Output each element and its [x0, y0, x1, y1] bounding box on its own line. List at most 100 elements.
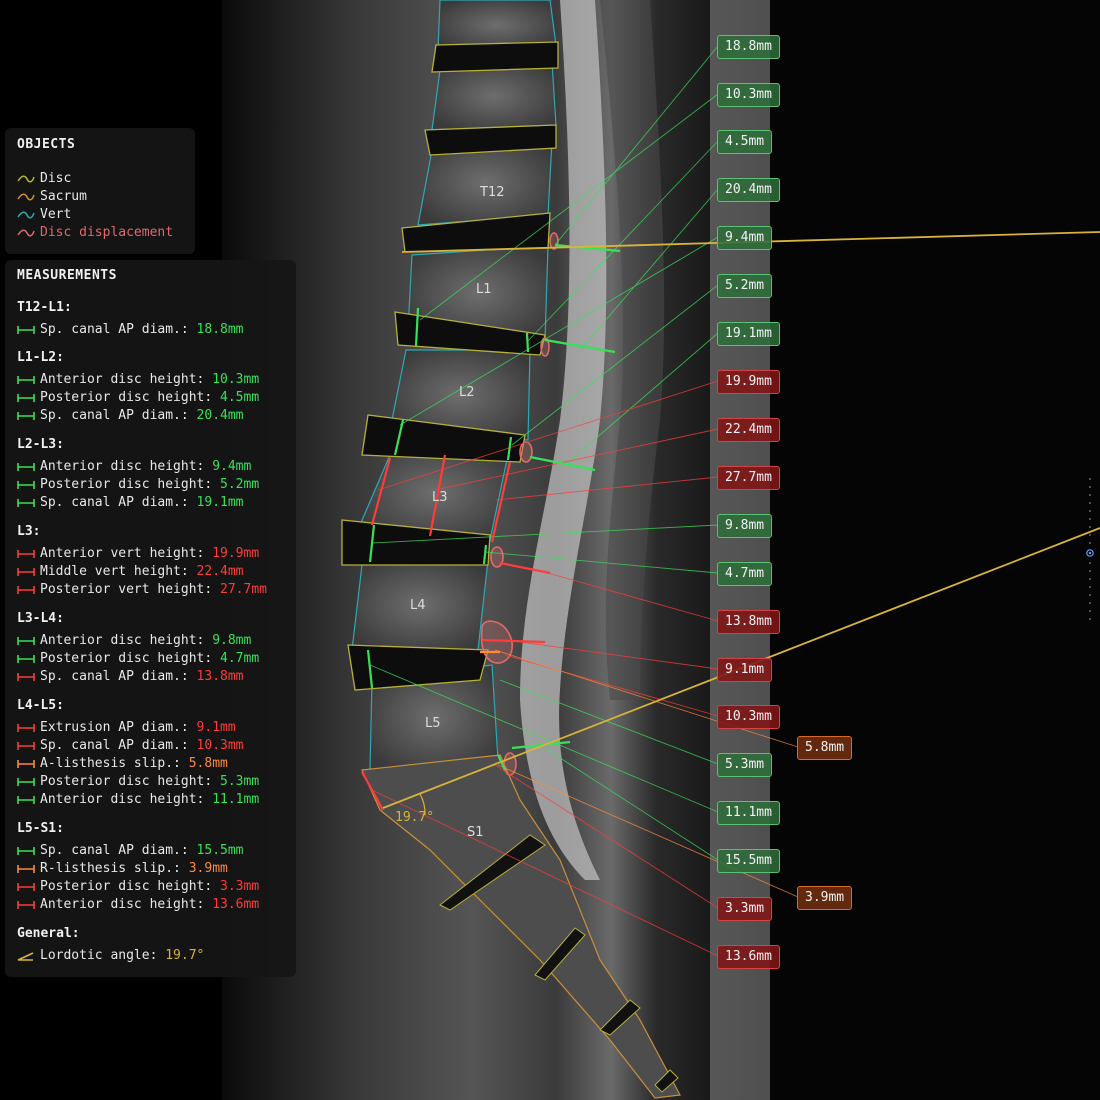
measurement-item[interactable]: Posterior vert height: 27.7mm — [17, 581, 267, 599]
caliper-icon — [17, 375, 35, 385]
measurement-item[interactable]: Sp. canal AP diam.: 20.4mm — [17, 407, 244, 425]
measurement-item[interactable]: Posterior disc height: 4.5mm — [17, 389, 259, 407]
measurement-label: Anterior disc height: — [40, 897, 205, 912]
tag-l1-l2-post-disc[interactable]: 4.5mm — [717, 130, 773, 154]
vertebrae-outlines — [351, 0, 557, 771]
measurement-item[interactable]: Anterior disc height: 11.1mm — [17, 791, 259, 809]
measurement-item[interactable]: Anterior disc height: 9.8mm — [17, 632, 251, 650]
measurement-value: 9.1mm — [196, 720, 236, 735]
object-item-disc[interactable]: Disc — [17, 170, 71, 188]
measurement-item[interactable]: Sp. canal AP diam.: 15.5mm — [17, 842, 244, 860]
tag-l3-l4-canal[interactable]: 13.8mm — [717, 610, 780, 634]
object-item-sacrum[interactable]: Sacrum — [17, 188, 87, 206]
tag-l3-l4-ant-disc[interactable]: 9.8mm — [717, 514, 773, 538]
tag-l3-l4-post-disc[interactable]: 4.7mm — [717, 562, 773, 586]
tag-l5-s1-post-disc[interactable]: 3.3mm — [717, 897, 773, 921]
caliper-icon — [17, 585, 35, 595]
measurement-item[interactable]: Extrusion AP diam.: 9.1mm — [17, 719, 236, 737]
measurement-value: 19.1mm — [196, 495, 244, 510]
tag-l1-l2-canal[interactable]: 20.4mm — [717, 178, 780, 202]
measurement-item[interactable]: R-listhesis slip.: 3.9mm — [17, 860, 228, 878]
measurement-item[interactable]: A-listhesis slip.: 5.8mm — [17, 755, 228, 773]
tag-l2-l3-post-disc[interactable]: 5.2mm — [717, 274, 773, 298]
measurement-value: 4.5mm — [220, 390, 260, 405]
tag-l2-l3-canal[interactable]: 19.1mm — [717, 322, 780, 346]
measurement-label: Anterior disc height: — [40, 372, 205, 387]
tag-l3-post-vert[interactable]: 27.7mm — [717, 466, 780, 490]
angle-icon — [17, 951, 35, 961]
tag-l4-l5-ant-disc[interactable]: 11.1mm — [717, 801, 780, 825]
disc-t11-t12 — [431, 41, 559, 73]
tag-l1-l2-ant-disc[interactable]: 10.3mm — [717, 83, 780, 107]
measurement-value: 10.3mm — [196, 738, 244, 753]
measurement-group-title: T12-L1: — [17, 300, 72, 315]
disc-l2-l3 — [361, 414, 526, 463]
tag-l5-s1-canal[interactable]: 15.5mm — [717, 849, 780, 873]
measurement-group-title: L4-L5: — [17, 698, 64, 713]
object-item-disc-displacement[interactable]: Disc displacement — [17, 224, 173, 242]
measurement-item[interactable]: Sp. canal AP diam.: 19.1mm — [17, 494, 244, 512]
measurement-label: A-listhesis slip.: — [40, 756, 181, 771]
measurement-label: Sp. canal AP diam.: — [40, 669, 189, 684]
measurement-value: 9.4mm — [212, 459, 252, 474]
measurement-label: Posterior disc height: — [40, 477, 213, 492]
measurement-value: 13.8mm — [196, 669, 244, 684]
tag-t12-l1-canal[interactable]: 18.8mm — [717, 35, 780, 59]
measurement-label: Posterior disc height: — [40, 774, 213, 789]
measurement-item[interactable]: Anterior disc height: 13.6mm — [17, 896, 259, 914]
caliper-icon — [17, 480, 35, 490]
disc-outlines — [341, 41, 559, 691]
tag-l3-ant-vert[interactable]: 19.9mm — [717, 370, 780, 394]
tag-l4-l5-extrusion[interactable]: 9.1mm — [717, 658, 773, 682]
tag-l3-mid-vert[interactable]: 22.4mm — [717, 418, 780, 442]
displacement-l3-l4 — [490, 546, 504, 568]
measurement-item[interactable]: Lordotic angle: 19.7° — [17, 947, 204, 965]
slice-scroller[interactable] — [1086, 476, 1094, 626]
tag-l5-s1-r-listhesis[interactable]: 3.9mm — [797, 886, 853, 910]
label-l5: L5 — [425, 716, 441, 731]
caliper-icon — [17, 795, 35, 805]
measurement-label: Anterior disc height: — [40, 633, 205, 648]
disc-displacement-outlines — [480, 232, 559, 776]
measurements-panel-title: MEASUREMENTS — [17, 268, 117, 283]
measurement-item[interactable]: Anterior disc height: 10.3mm — [17, 371, 259, 389]
tag-l4-l5-a-listhesis[interactable]: 5.8mm — [797, 736, 853, 760]
tag-l2-l3-ant-disc[interactable]: 9.4mm — [717, 226, 773, 250]
caliper-icon — [17, 636, 35, 646]
measurement-value: 15.5mm — [196, 843, 244, 858]
measurement-item[interactable]: Posterior disc height: 4.7mm — [17, 650, 259, 668]
measurement-item[interactable]: Anterior vert height: 19.9mm — [17, 545, 259, 563]
measurement-item[interactable]: Sp. canal AP diam.: 10.3mm — [17, 737, 244, 755]
measurement-label: Sp. canal AP diam.: — [40, 843, 189, 858]
label-l2: L2 — [459, 385, 475, 400]
object-label: Sacrum — [40, 189, 87, 204]
measurement-label: Middle vert height: — [40, 564, 189, 579]
measurement-value: 13.6mm — [212, 897, 260, 912]
tag-l4-l5-canal[interactable]: 10.3mm — [717, 705, 780, 729]
caliper-icon — [17, 672, 35, 682]
tag-l4-l5-post-disc[interactable]: 5.3mm — [717, 753, 773, 777]
disc-t12-upper — [424, 124, 557, 156]
measurement-item[interactable]: Posterior disc height: 3.3mm — [17, 878, 259, 896]
caliper-icon — [17, 462, 35, 472]
measurement-item[interactable]: Anterior disc height: 9.4mm — [17, 458, 251, 476]
object-label: Vert — [40, 207, 72, 222]
displacement-t12-l1 — [549, 232, 559, 250]
tag-l5-s1-ant-disc[interactable]: 13.6mm — [717, 945, 780, 969]
measurement-item[interactable]: Sp. canal AP diam.: 18.8mm — [17, 321, 244, 339]
measurement-group-title: L3: — [17, 524, 41, 539]
displacement-l1-l2 — [540, 337, 550, 357]
squiggle-icon — [17, 210, 35, 220]
measurement-item[interactable]: Sp. canal AP diam.: 13.8mm — [17, 668, 244, 686]
objects-panel-title: OBJECTS — [17, 137, 76, 152]
object-item-vert[interactable]: Vert — [17, 206, 71, 224]
measurement-label: Anterior disc height: — [40, 792, 205, 807]
disc-l4-l5 — [347, 644, 489, 691]
measurement-item[interactable]: Middle vert height: 22.4mm — [17, 563, 244, 581]
measurement-item[interactable]: Posterior disc height: 5.2mm — [17, 476, 259, 494]
squiggle-icon — [17, 174, 35, 184]
measurement-label: Posterior disc height: — [40, 390, 213, 405]
measurement-item[interactable]: Posterior disc height: 5.3mm — [17, 773, 259, 791]
label-l3: L3 — [432, 490, 448, 505]
